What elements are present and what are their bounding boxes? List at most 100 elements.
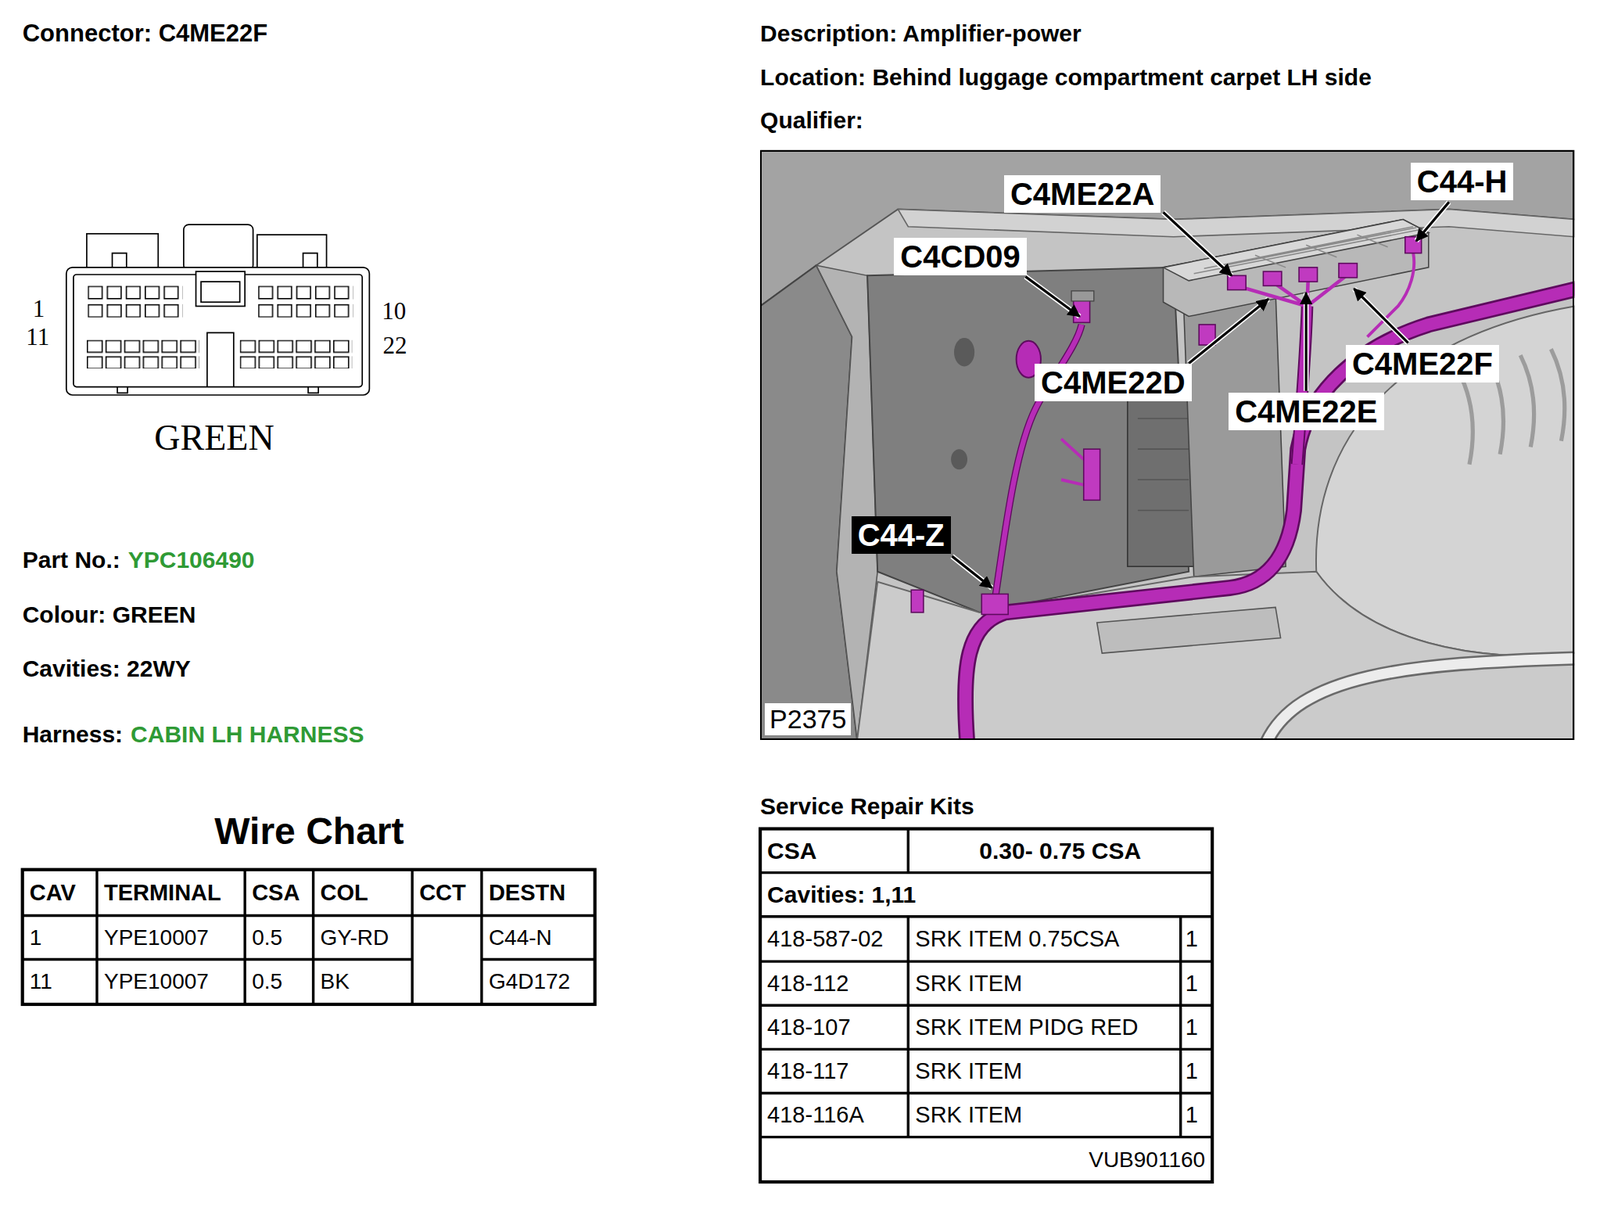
kit-description: SRK ITEM xyxy=(914,969,1023,998)
table-header-holder: DESTN xyxy=(481,869,596,916)
table-header: TERMINAL xyxy=(104,878,222,907)
kit-description-holder: SRK ITEM 0.75CSA xyxy=(907,916,1181,962)
table-cell: C44-N xyxy=(488,924,553,951)
pin-number-holder: 10 xyxy=(381,296,406,326)
table-cell-holder: 0.5 xyxy=(244,959,313,1005)
pin-number: 10 xyxy=(381,297,406,325)
pin-number: 22 xyxy=(382,332,407,360)
section-heading: Wire Chart xyxy=(214,810,404,853)
kit-reference-holder: VUB901160 xyxy=(760,1137,1213,1182)
kit-description: SRK ITEM PIDG RED xyxy=(914,1013,1138,1041)
kit-part-number-holder: 418-587-02 xyxy=(760,916,908,962)
callout-label: C44-H xyxy=(1417,163,1508,200)
figure-number: P2375 xyxy=(769,703,847,734)
connector-id-holder: Connector: C4ME22F xyxy=(22,18,268,48)
table-header: CCT xyxy=(419,878,467,907)
table-header-holder: CSA xyxy=(244,869,313,916)
callout-label: C4CD09 xyxy=(900,238,1020,275)
cavities-field: Cavities: 22WY xyxy=(22,655,191,682)
section-heading-holder: Service Repair Kits xyxy=(760,792,974,821)
description-holder: Description: Amplifier-power xyxy=(760,19,1082,48)
table-header: COL xyxy=(320,878,369,907)
description: Description: Amplifier-power xyxy=(760,20,1082,47)
kit-quantity-holder: 1 xyxy=(1180,961,1213,1005)
kit-description: SRK ITEM 0.75CSA xyxy=(914,925,1120,953)
callout-label: C44-Z xyxy=(857,516,945,553)
kit-part-number-holder: 418-116A xyxy=(760,1092,908,1137)
kit-part-number-holder: 418-112 xyxy=(760,961,908,1005)
table-header-holder: CAV xyxy=(22,869,97,916)
table-cell-holder: YPE10007 xyxy=(96,914,245,959)
kit-description-holder: SRK ITEM xyxy=(907,961,1181,1005)
table-header: DESTN xyxy=(488,878,566,907)
kit-description-holder: SRK ITEM xyxy=(907,1048,1181,1093)
connector-callout: C44-Z xyxy=(851,516,951,554)
kit-part-number: 418-112 xyxy=(767,969,849,998)
field-name-holder: Harness: xyxy=(22,720,123,749)
table-cell: YPE10007 xyxy=(104,968,209,995)
connector-colour-holder: GREEN xyxy=(154,416,274,460)
kit-reference: VUB901160 xyxy=(1088,1146,1206,1174)
kit-part-number-holder: 418-117 xyxy=(760,1048,908,1093)
field-name: Part No.: xyxy=(22,546,121,573)
table-cell-holder: 1 xyxy=(22,914,97,959)
kit-description: SRK ITEM xyxy=(914,1057,1023,1085)
connector-callout: C4ME22F xyxy=(1345,344,1500,383)
pin-number-holder: 1 xyxy=(32,294,46,324)
kit-description-holder: SRK ITEM xyxy=(907,1092,1181,1137)
part-number: YPC106490 xyxy=(128,546,255,573)
callout-label: C4ME22A xyxy=(1010,175,1156,212)
table-header-holder: 0.30- 0.75 CSA xyxy=(907,828,1213,873)
table-cell-holder: BK xyxy=(313,959,413,1005)
kit-quantity-holder: 1 xyxy=(1180,1004,1213,1049)
table-header-holder: TERMINAL xyxy=(96,869,245,916)
table-cell-holder: 11 xyxy=(22,959,97,1005)
section-heading-holder: Wire Chart xyxy=(214,809,404,855)
kit-quantity: 1 xyxy=(1185,1013,1199,1041)
table-header-holder: CCT xyxy=(412,869,482,916)
connector-callout: C44-H xyxy=(1410,162,1514,201)
section-heading: Service Repair Kits xyxy=(760,792,974,819)
connector-face xyxy=(66,224,370,395)
callout-label: C4ME22E xyxy=(1234,393,1378,430)
connector-id: Connector: C4ME22F xyxy=(22,19,268,47)
kit-part-number: 418-587-02 xyxy=(767,925,883,953)
part-number-holder: YPC106490 xyxy=(128,545,255,574)
kit-quantity: 1 xyxy=(1185,969,1199,998)
connector-callout: C4CD09 xyxy=(893,237,1027,276)
kit-part-number: 418-116A xyxy=(767,1101,865,1129)
table-cell: 1 xyxy=(29,924,43,951)
colour-field: Colour: GREEN xyxy=(22,601,197,628)
qualifier: Qualifier: xyxy=(760,107,864,133)
callout-label: C4ME22D xyxy=(1040,364,1186,401)
kit-part-number: 418-117 xyxy=(767,1057,849,1085)
table-cell: YPE10007 xyxy=(104,924,209,951)
table-header: 0.30- 0.75 CSA xyxy=(979,836,1141,865)
connector-callout: C4ME22E xyxy=(1228,392,1384,431)
pin-number: 11 xyxy=(25,322,50,351)
field-name-holder: Part No.: xyxy=(22,545,121,574)
location-holder: Location: Behind luggage compartment car… xyxy=(760,63,1372,92)
table-cell: 0.5 xyxy=(251,968,283,995)
connector-callout: C4ME22A xyxy=(1004,175,1162,213)
table-cell: 11 xyxy=(29,968,53,995)
table-cell: 0.5 xyxy=(251,924,283,951)
kit-quantity-holder: 1 xyxy=(1180,1092,1213,1137)
harness-name-holder: CABIN LH HARNESS xyxy=(130,720,364,749)
table-cell-holder: C44-N xyxy=(481,914,596,959)
table-cell: G4D172 xyxy=(488,968,571,995)
table-cell-holder: GY-RD xyxy=(313,914,413,959)
table-cell: BK xyxy=(320,968,350,995)
pin-number: 1 xyxy=(32,295,46,323)
connector-callout: C4ME22D xyxy=(1034,363,1192,402)
wire-chart-grid xyxy=(22,869,596,1005)
table-cell: GY-RD xyxy=(320,924,390,951)
figure-number-holder: P2375 xyxy=(764,703,851,736)
kit-quantity: 1 xyxy=(1185,1101,1199,1129)
table-header: Cavities: 1,11 xyxy=(767,880,916,909)
pin-number-holder: 11 xyxy=(25,322,50,352)
table-header-holder: CSA xyxy=(760,828,908,873)
table-header: CSA xyxy=(767,836,817,865)
kit-quantity-holder: 1 xyxy=(1180,916,1213,962)
kit-quantity: 1 xyxy=(1185,925,1199,953)
